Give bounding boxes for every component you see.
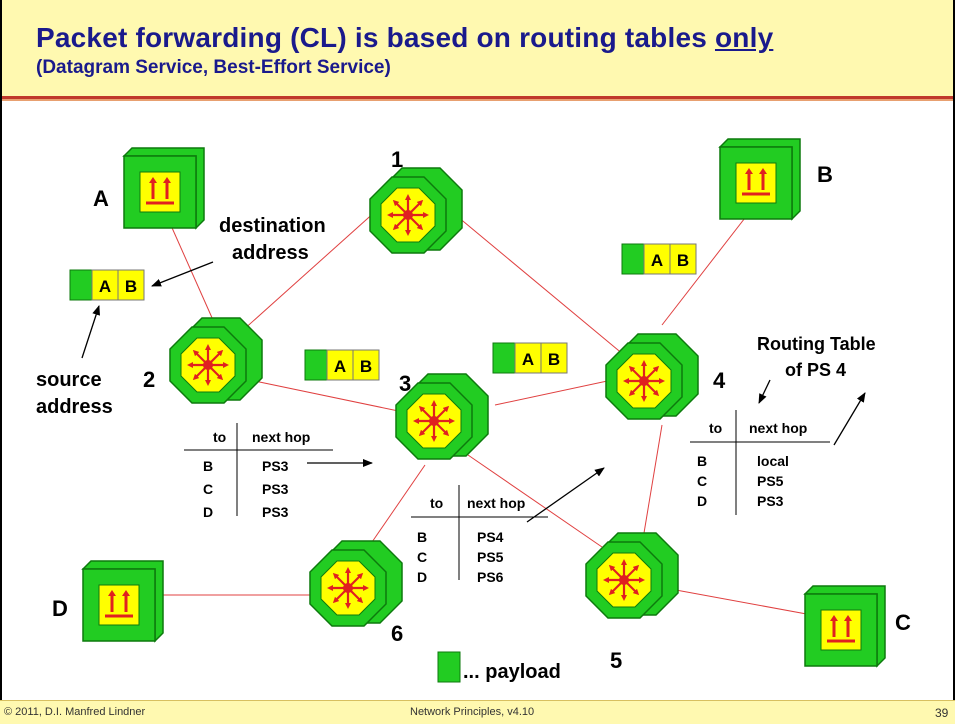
table-ps2-row1-to: B xyxy=(203,458,213,474)
table-ps2-row3-to: D xyxy=(203,504,213,520)
link-4-5 xyxy=(641,424,663,546)
table-ps4-row1-hop: local xyxy=(757,453,789,469)
link-2-3 xyxy=(249,379,409,414)
table-ps3-header-to: to xyxy=(430,495,443,511)
destination-label-line2: address xyxy=(232,242,309,264)
network-links xyxy=(162,201,813,616)
title-divider-shadow xyxy=(0,99,955,101)
table-ps2-row3-hop: PS3 xyxy=(262,504,289,520)
table-ps4-row2-to: C xyxy=(697,473,707,489)
title-divider xyxy=(0,96,955,99)
table-ps3-row3-to: D xyxy=(417,569,427,585)
packet-4: A B xyxy=(621,243,697,275)
packet-1: A B xyxy=(69,269,145,301)
packet-2: A B xyxy=(304,349,380,381)
switch-label-5: 5 xyxy=(610,648,622,673)
packet-1-src: A xyxy=(99,277,111,296)
switch-label-6: 6 xyxy=(391,621,403,646)
link-1-4 xyxy=(439,201,631,361)
footer-copyright: © 2011, D.I. Manfred Lindner xyxy=(4,706,146,718)
link-3-6 xyxy=(369,464,426,546)
table-ps4-row3-to: D xyxy=(697,493,707,509)
table-ps2-header-to: to xyxy=(213,429,226,445)
footer-course: Network Principles, v4.10 xyxy=(410,706,535,718)
host-C-icon xyxy=(803,584,887,668)
table-ps3-row3-hop: PS6 xyxy=(477,569,504,585)
footer-page-number: 39 xyxy=(935,706,949,720)
host-D-icon xyxy=(81,559,165,643)
packet-2-dst: B xyxy=(360,357,372,376)
table-ps2-row2-to: C xyxy=(203,481,213,497)
table-ps4-row1-to: B xyxy=(697,453,707,469)
table-ps2-header-next: next hop xyxy=(252,429,310,445)
routing-table-label-line2: of PS 4 xyxy=(785,360,846,380)
left-border xyxy=(0,0,2,724)
source-label-line2: address xyxy=(36,396,113,418)
table-ps2-row2-hop: PS3 xyxy=(262,481,289,497)
table-ps3-row2-hop: PS5 xyxy=(477,549,504,565)
link-4-B xyxy=(661,204,756,326)
title-bar xyxy=(0,0,955,96)
table-ps4-row2-hop: PS5 xyxy=(757,473,784,489)
link-2-1 xyxy=(231,201,387,341)
packet-4-src: A xyxy=(651,251,663,270)
host-label-B: B xyxy=(817,162,833,187)
right-border xyxy=(953,0,955,724)
host-B-icon xyxy=(718,137,802,221)
packet-4-dst: B xyxy=(677,251,689,270)
routing-table-ps3: to next hop B PS4 C PS5 D PS6 xyxy=(411,485,548,585)
title-emphasis: only xyxy=(714,22,774,53)
table-ps3-row2-to: C xyxy=(417,549,427,565)
packet-2-src: A xyxy=(334,357,346,376)
switch-label-1: 1 xyxy=(391,147,403,172)
slide-subtitle: (Datagram Service, Best-Effort Service) xyxy=(36,57,391,78)
link-A-2 xyxy=(164,211,214,321)
destination-label-line1: destination xyxy=(219,215,326,237)
table-ps3-row1-hop: PS4 xyxy=(477,529,504,545)
packet-3: A B xyxy=(492,342,568,374)
host-A-icon xyxy=(122,146,206,230)
slide-title: Packet forwarding (CL) is based on routi… xyxy=(36,22,774,53)
link-3-5 xyxy=(467,454,603,548)
packet-1-dst: B xyxy=(125,277,137,296)
packet-3-src: A xyxy=(522,350,534,369)
switch-4-icon xyxy=(606,334,698,419)
table-ps4-row3-hop: PS3 xyxy=(757,493,784,509)
host-label-D: D xyxy=(52,596,68,621)
payload-legend-label: ... payload xyxy=(463,661,561,683)
table-ps3-header-next: next hop xyxy=(467,495,525,511)
arrow-table-ps4 xyxy=(833,392,866,446)
table-ps3-row1-to: B xyxy=(417,529,427,545)
table-ps4-header-to: to xyxy=(709,420,722,436)
table-ps4-header-next: next hop xyxy=(749,420,807,436)
table-ps2-row1-hop: PS3 xyxy=(262,458,289,474)
routing-table-label-line1: Routing Table xyxy=(757,334,876,354)
link-3-4 xyxy=(494,379,613,406)
switch-label-4: 4 xyxy=(713,368,726,393)
arrow-rt-label xyxy=(758,379,771,404)
switch-6-icon xyxy=(310,541,402,626)
host-label-A: A xyxy=(93,186,109,211)
switch-label-3: 3 xyxy=(399,371,411,396)
switch-1-icon xyxy=(370,168,462,253)
switch-2-icon xyxy=(170,318,262,403)
switch-label-2: 2 xyxy=(143,367,155,392)
packet-3-dst: B xyxy=(548,350,560,369)
arrow-destination xyxy=(151,261,214,287)
source-label-line1: source xyxy=(36,369,102,391)
footer-bar xyxy=(0,700,955,724)
host-label-C: C xyxy=(895,610,911,635)
routing-table-ps2: to next hop B PS3 C PS3 D PS3 xyxy=(184,423,333,520)
payload-legend-swatch xyxy=(437,651,461,683)
arrow-source xyxy=(81,305,101,359)
link-5-C xyxy=(664,587,813,616)
routing-table-ps4: to next hop B local C PS5 D PS3 xyxy=(690,410,830,515)
arrow-table-ps3 xyxy=(526,467,605,523)
